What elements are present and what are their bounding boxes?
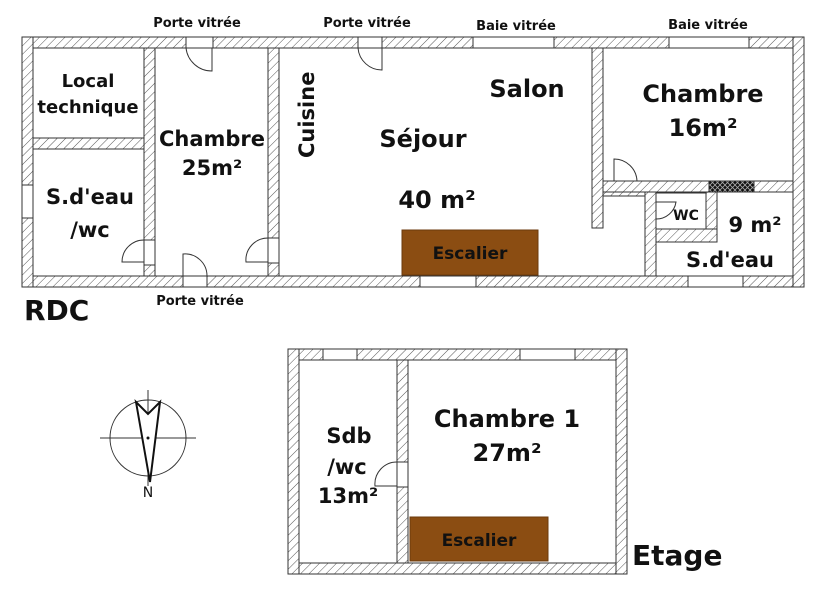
rdc-escalier-label: Escalier (433, 244, 508, 264)
porte-vitree-2[interactable] (357, 36, 383, 49)
ventilation-grid (708, 180, 755, 193)
room-salon: Salon (489, 75, 564, 103)
etage-walls (287, 348, 628, 575)
room-sejour: Séjour (379, 125, 466, 153)
room-local-technique-line2: technique (37, 97, 138, 118)
room-sdeau: S.d'eau (686, 248, 774, 272)
room-cuisine: Cuisine (295, 72, 319, 158)
rdc-walls (21, 36, 805, 288)
porte-vitree-1[interactable] (185, 36, 214, 49)
room-local-technique: Local (62, 71, 115, 92)
room-chambre-25-area: 25m² (182, 156, 242, 180)
label-porte-vitree-1: Porte vitrée (153, 16, 241, 31)
label-baie-vitree-2: Baie vitrée (668, 18, 748, 33)
room-chambre-25: Chambre (159, 127, 265, 151)
etage-level-label: Etage (632, 539, 722, 572)
rdc-staircase (401, 229, 539, 276)
room-sdeau-wc: S.d'eau (46, 185, 134, 209)
etage-staircase (409, 516, 549, 562)
room-wc: WC (673, 208, 699, 224)
room-chambre-16: Chambre (642, 80, 763, 108)
baie-vitree-1[interactable] (472, 36, 555, 49)
room-sdb: Sdb (326, 424, 371, 448)
rdc-level-label: RDC (24, 294, 89, 327)
label-porte-vitree-3: Porte vitrée (156, 294, 244, 309)
compass-north-label: N (143, 485, 153, 501)
etage-labels: Sdb /wc 13m² Chambre 1 27m² Escalier Eta… (318, 405, 723, 572)
rdc-labels: Porte vitrée Porte vitrée Baie vitrée Ba… (24, 16, 782, 327)
room-chambre-1: Chambre 1 (434, 405, 580, 433)
label-porte-vitree-2: Porte vitrée (323, 16, 411, 31)
room-chambre-16-area: 16m² (669, 114, 738, 142)
room-sdb-area: 13m² (318, 484, 378, 508)
room-sdeau-area: 9 m² (728, 213, 781, 237)
rdc-openings (21, 36, 750, 288)
room-sejour-area: 40 m² (398, 186, 475, 214)
baie-vitree-2[interactable] (668, 36, 750, 49)
compass-icon: N (100, 390, 196, 501)
room-sdeau-wc-line2: /wc (70, 218, 110, 242)
porte-vitree-3[interactable] (182, 275, 208, 288)
room-sdb-line2: /wc (327, 455, 367, 479)
label-baie-vitree-1: Baie vitrée (476, 19, 556, 34)
room-chambre-1-area: 27m² (473, 439, 542, 467)
etage-escalier-label: Escalier (442, 531, 517, 551)
